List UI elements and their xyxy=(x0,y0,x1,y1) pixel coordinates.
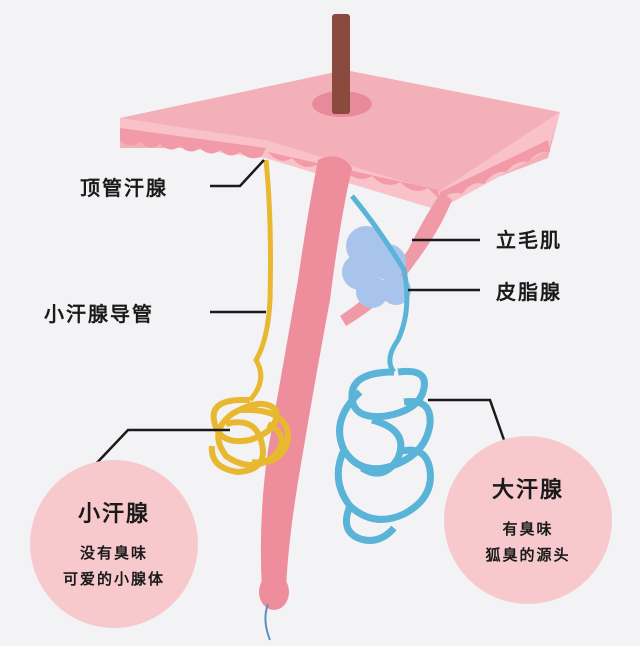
hair-follicle xyxy=(260,156,352,599)
label-sebaceous-gland: 皮脂腺 xyxy=(496,280,562,304)
arrector-pili-muscle xyxy=(340,192,452,326)
leader-lines xyxy=(91,159,506,469)
eccrine-gland-coil xyxy=(208,396,292,476)
label-apocrine-duct-top: 顶管汗腺 xyxy=(80,176,168,200)
label-arrector-pili: 立毛肌 xyxy=(496,228,562,252)
hair-shaft xyxy=(332,14,350,114)
eccrine-gland-bubble: 小汗腺 没有臭味 可爱的小腺体 xyxy=(30,460,198,628)
leader-apocrine-gland xyxy=(428,398,506,441)
apocrine-gland-bubble: 大汗腺 有臭味 狐臭的源头 xyxy=(444,436,612,604)
eccrine-duct xyxy=(248,159,273,402)
label-eccrine-duct: 小汗腺导管 xyxy=(44,302,154,326)
leader-apocrine-top xyxy=(210,159,265,188)
apocrine-bubble-line2: 狐臭的源头 xyxy=(485,546,571,564)
leader-eccrine-gland xyxy=(91,428,230,469)
eccrine-bubble-line2: 可爱的小腺体 xyxy=(62,570,165,588)
skin-section xyxy=(120,70,560,210)
apocrine-bubble-title: 大汗腺 xyxy=(491,478,564,503)
apocrine-duct xyxy=(350,194,410,374)
apocrine-bubble-line1: 有臭味 xyxy=(502,520,554,538)
apocrine-gland-coil xyxy=(334,367,434,544)
sebaceous-gland xyxy=(342,226,411,308)
eccrine-bubble-line1: 没有臭味 xyxy=(79,544,148,562)
eccrine-bubble-title: 小汗腺 xyxy=(77,502,150,527)
